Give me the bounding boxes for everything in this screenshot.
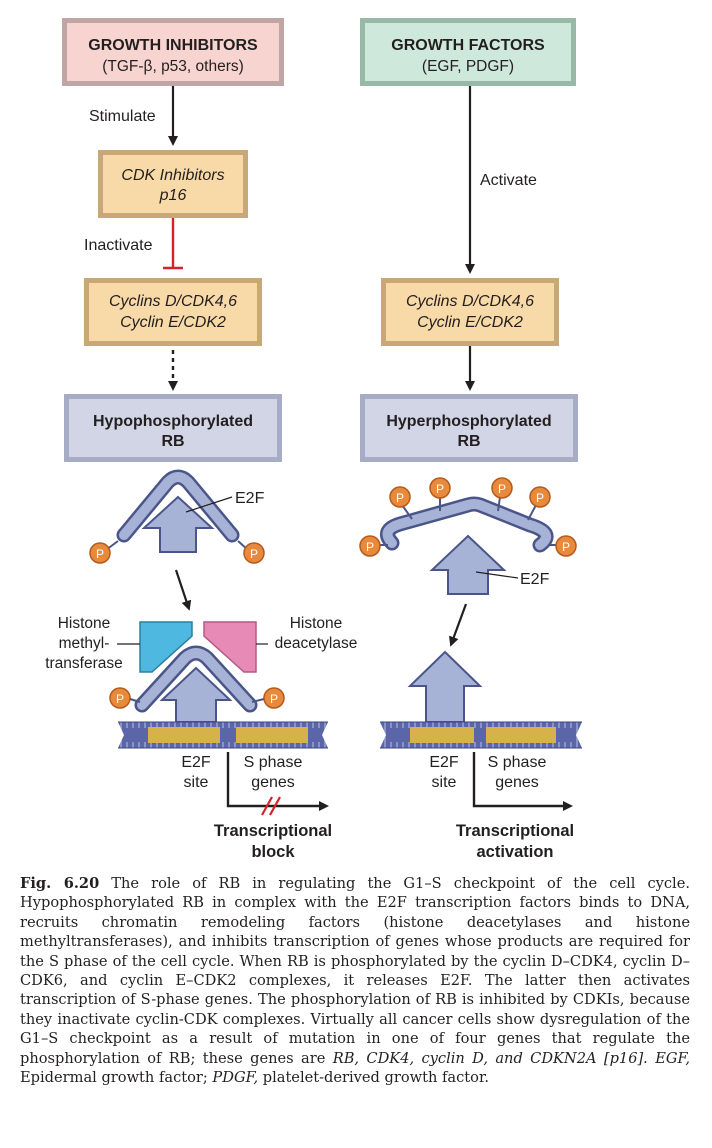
block-slash-icon [269, 796, 281, 816]
phosphate-icon [263, 687, 285, 709]
hyperphosphorylated-rb: P P P P P P [359, 477, 577, 557]
stimulate-label: Stimulate [89, 108, 156, 125]
figure-number: Fig. 6.20 [20, 875, 100, 892]
histone-left-line3: transferase [45, 655, 123, 672]
left-e2f-site-line1: E2F [181, 754, 211, 771]
hypophosphorylated-rb-box: Hypophosphorylated RB [64, 394, 282, 462]
svg-text:P: P [366, 540, 374, 554]
right-e2f-site-line1: E2F [429, 754, 459, 771]
hyper-rb-line2: RB [457, 433, 480, 450]
block-slash-icon [261, 796, 273, 816]
right-cyclins-box: Cyclins D/CDK4,6 Cyclin E/CDK2 [381, 278, 559, 346]
dna-strand-right [380, 721, 582, 749]
svg-text:P: P [436, 482, 444, 496]
svg-text:P: P [96, 547, 104, 561]
right-e2f-site-line2: site [432, 774, 457, 791]
histone-right-line2: deacetylase [275, 635, 358, 652]
caption-gene-list: RB, CDK4, cyclin D, and CDKN2A [p16]. [332, 1049, 648, 1067]
abbrev-pdgf-def: platelet-derived growth factor. [258, 1069, 489, 1087]
phosphate-icon [491, 477, 513, 499]
binding-arrow-left [174, 569, 192, 611]
e2f-on-dna [407, 650, 483, 723]
histone-deacetylase [203, 621, 257, 673]
growth-factors-title: GROWTH FACTORS [391, 37, 545, 54]
svg-text:P: P [270, 692, 278, 706]
abbrev-egf-def: Epidermal growth factor; [20, 1069, 213, 1087]
phosphate-icon [359, 535, 381, 557]
right-cyclins-line2: Cyclin E/CDK2 [417, 314, 523, 331]
left-e2f-site-line2: site [184, 774, 209, 791]
abbrev-pdgf-term: PDGF, [212, 1069, 259, 1087]
free-e2f: E2F [429, 534, 550, 595]
transcriptional-activation-line1: Transcriptional [456, 822, 574, 840]
cdk-inhibitors-line2: p16 [159, 187, 187, 204]
right-cyclins-line1: Cyclins D/CDK4,6 [406, 293, 534, 310]
phosphate-icon [109, 687, 131, 709]
growth-factors-subtitle: (EGF, PDGF) [422, 58, 514, 75]
rb-e2f-complex: E2F P P [89, 469, 265, 564]
right-sphase-line1: S phase [488, 754, 547, 771]
right-sphase-line2: genes [495, 774, 539, 791]
growth-inhibitors-subtitle: (TGF-β, p53, others) [102, 58, 244, 75]
svg-text:P: P [536, 491, 544, 505]
histone-right-line1: Histone [290, 615, 343, 632]
svg-text:P: P [250, 547, 258, 561]
caption-body: The role of RB in regulating the G1–S ch… [20, 875, 690, 1067]
e2f-label-left-top: E2F [235, 490, 265, 507]
hyperphosphorylated-rb-box: Hyperphosphorylated RB [360, 394, 578, 462]
hypo-rb-line2: RB [161, 433, 184, 450]
phosphate-icon [555, 535, 577, 557]
phosphate-icon [89, 542, 111, 564]
e2f-label-right-free: E2F [520, 571, 550, 588]
svg-text:P: P [116, 692, 124, 706]
dna-strand-left [118, 721, 328, 749]
hypo-rb-line1: Hypophosphorylated [93, 413, 253, 430]
abbrev-egf-term: EGF, [655, 1049, 691, 1067]
histone-left-line2: methyl- [59, 635, 110, 652]
phosphate-icon [243, 542, 265, 564]
growth-factors-box: GROWTH FACTORS (EGF, PDGF) [360, 18, 576, 86]
active-transcription-arrow [472, 752, 573, 811]
cdk-inhibitors-line1: CDK Inhibitors [121, 167, 224, 184]
left-cyclins-line1: Cyclins D/CDK4,6 [109, 293, 237, 310]
histone-left-line1: Histone [58, 615, 111, 632]
binding-arrow-right [449, 603, 468, 647]
growth-inhibitors-title: GROWTH INHIBITORS [88, 37, 258, 54]
svg-text:P: P [562, 540, 570, 554]
growth-inhibitors-box: GROWTH INHIBITORS (TGF-β, p53, others) [62, 18, 284, 86]
transcriptional-activation-line2: activation [476, 843, 553, 861]
histone-methyltransferase [139, 621, 193, 673]
cdk-inhibitors-box: CDK Inhibitors p16 [98, 150, 248, 218]
phosphate-icon [389, 486, 411, 508]
rb-e2f-dna-complex: P P [109, 645, 285, 723]
hyper-rb-line1: Hyperphosphorylated [386, 413, 551, 430]
phosphate-icon [429, 477, 451, 499]
inactivate-label: Inactivate [84, 237, 153, 254]
transcriptional-block-line2: block [251, 843, 295, 861]
svg-text:P: P [396, 491, 404, 505]
rb-pathway-diagram: GROWTH INHIBITORS (TGF-β, p53, others) S… [45, 18, 582, 861]
transcriptional-block-line1: Transcriptional [214, 822, 332, 840]
figure-caption: Fig. 6.20 The role of RB in regulating t… [20, 874, 690, 1087]
left-sphase-line1: S phase [244, 754, 303, 771]
phosphate-icon [529, 486, 551, 508]
blocked-transcription-arrow [226, 752, 329, 811]
left-cyclins-box: Cyclins D/CDK4,6 Cyclin E/CDK2 [84, 278, 262, 346]
activate-label: Activate [480, 172, 537, 189]
svg-text:P: P [498, 482, 506, 496]
left-cyclins-line2: Cyclin E/CDK2 [120, 314, 226, 331]
left-sphase-line2: genes [251, 774, 295, 791]
